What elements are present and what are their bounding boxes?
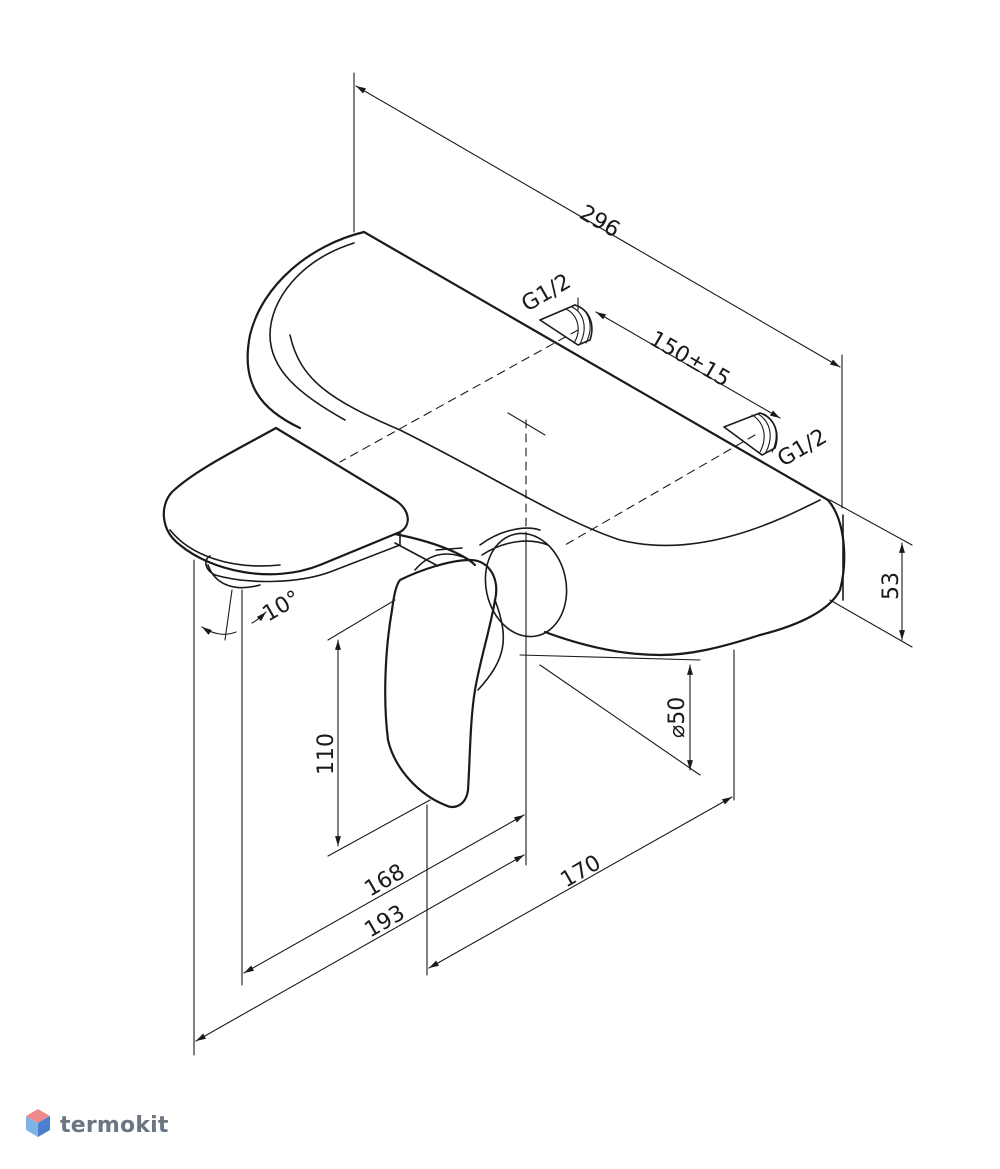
depth-170-label: 170 bbox=[557, 851, 606, 894]
center-lines bbox=[339, 329, 756, 546]
brand-name: termokit bbox=[60, 1112, 169, 1138]
cube-logo-icon bbox=[26, 1109, 50, 1137]
spout-angle-label: 10° bbox=[259, 586, 305, 627]
spout bbox=[162, 426, 439, 589]
thread-label-right: G1/2 bbox=[774, 424, 832, 472]
body-height-label: 53 bbox=[879, 572, 904, 600]
inlet-connection-left: G1/2 bbox=[518, 269, 593, 346]
handle-diameter-label: ⌀50 bbox=[665, 697, 690, 738]
brand-logo: termokit bbox=[24, 1105, 169, 1145]
dimension-overall-length: 296 bbox=[353, 72, 843, 509]
inlet-spacing-label: 150±15 bbox=[645, 327, 734, 393]
dimension-inlet-spacing: 150±15 bbox=[595, 311, 781, 419]
lever-handle bbox=[384, 527, 568, 808]
dimension-body-height: 53 bbox=[829, 499, 913, 648]
handle-height-label: 110 bbox=[314, 733, 339, 775]
dimension-handle-height: 110 bbox=[314, 599, 431, 857]
inlet-connection-right: G1/2 bbox=[723, 412, 832, 472]
depth-168-label: 168 bbox=[361, 860, 410, 903]
dimension-spout-angle: 10° bbox=[201, 586, 305, 986]
depth-193-label: 193 bbox=[361, 901, 410, 944]
dimension-handle-diameter: ⌀50 bbox=[519, 654, 701, 776]
